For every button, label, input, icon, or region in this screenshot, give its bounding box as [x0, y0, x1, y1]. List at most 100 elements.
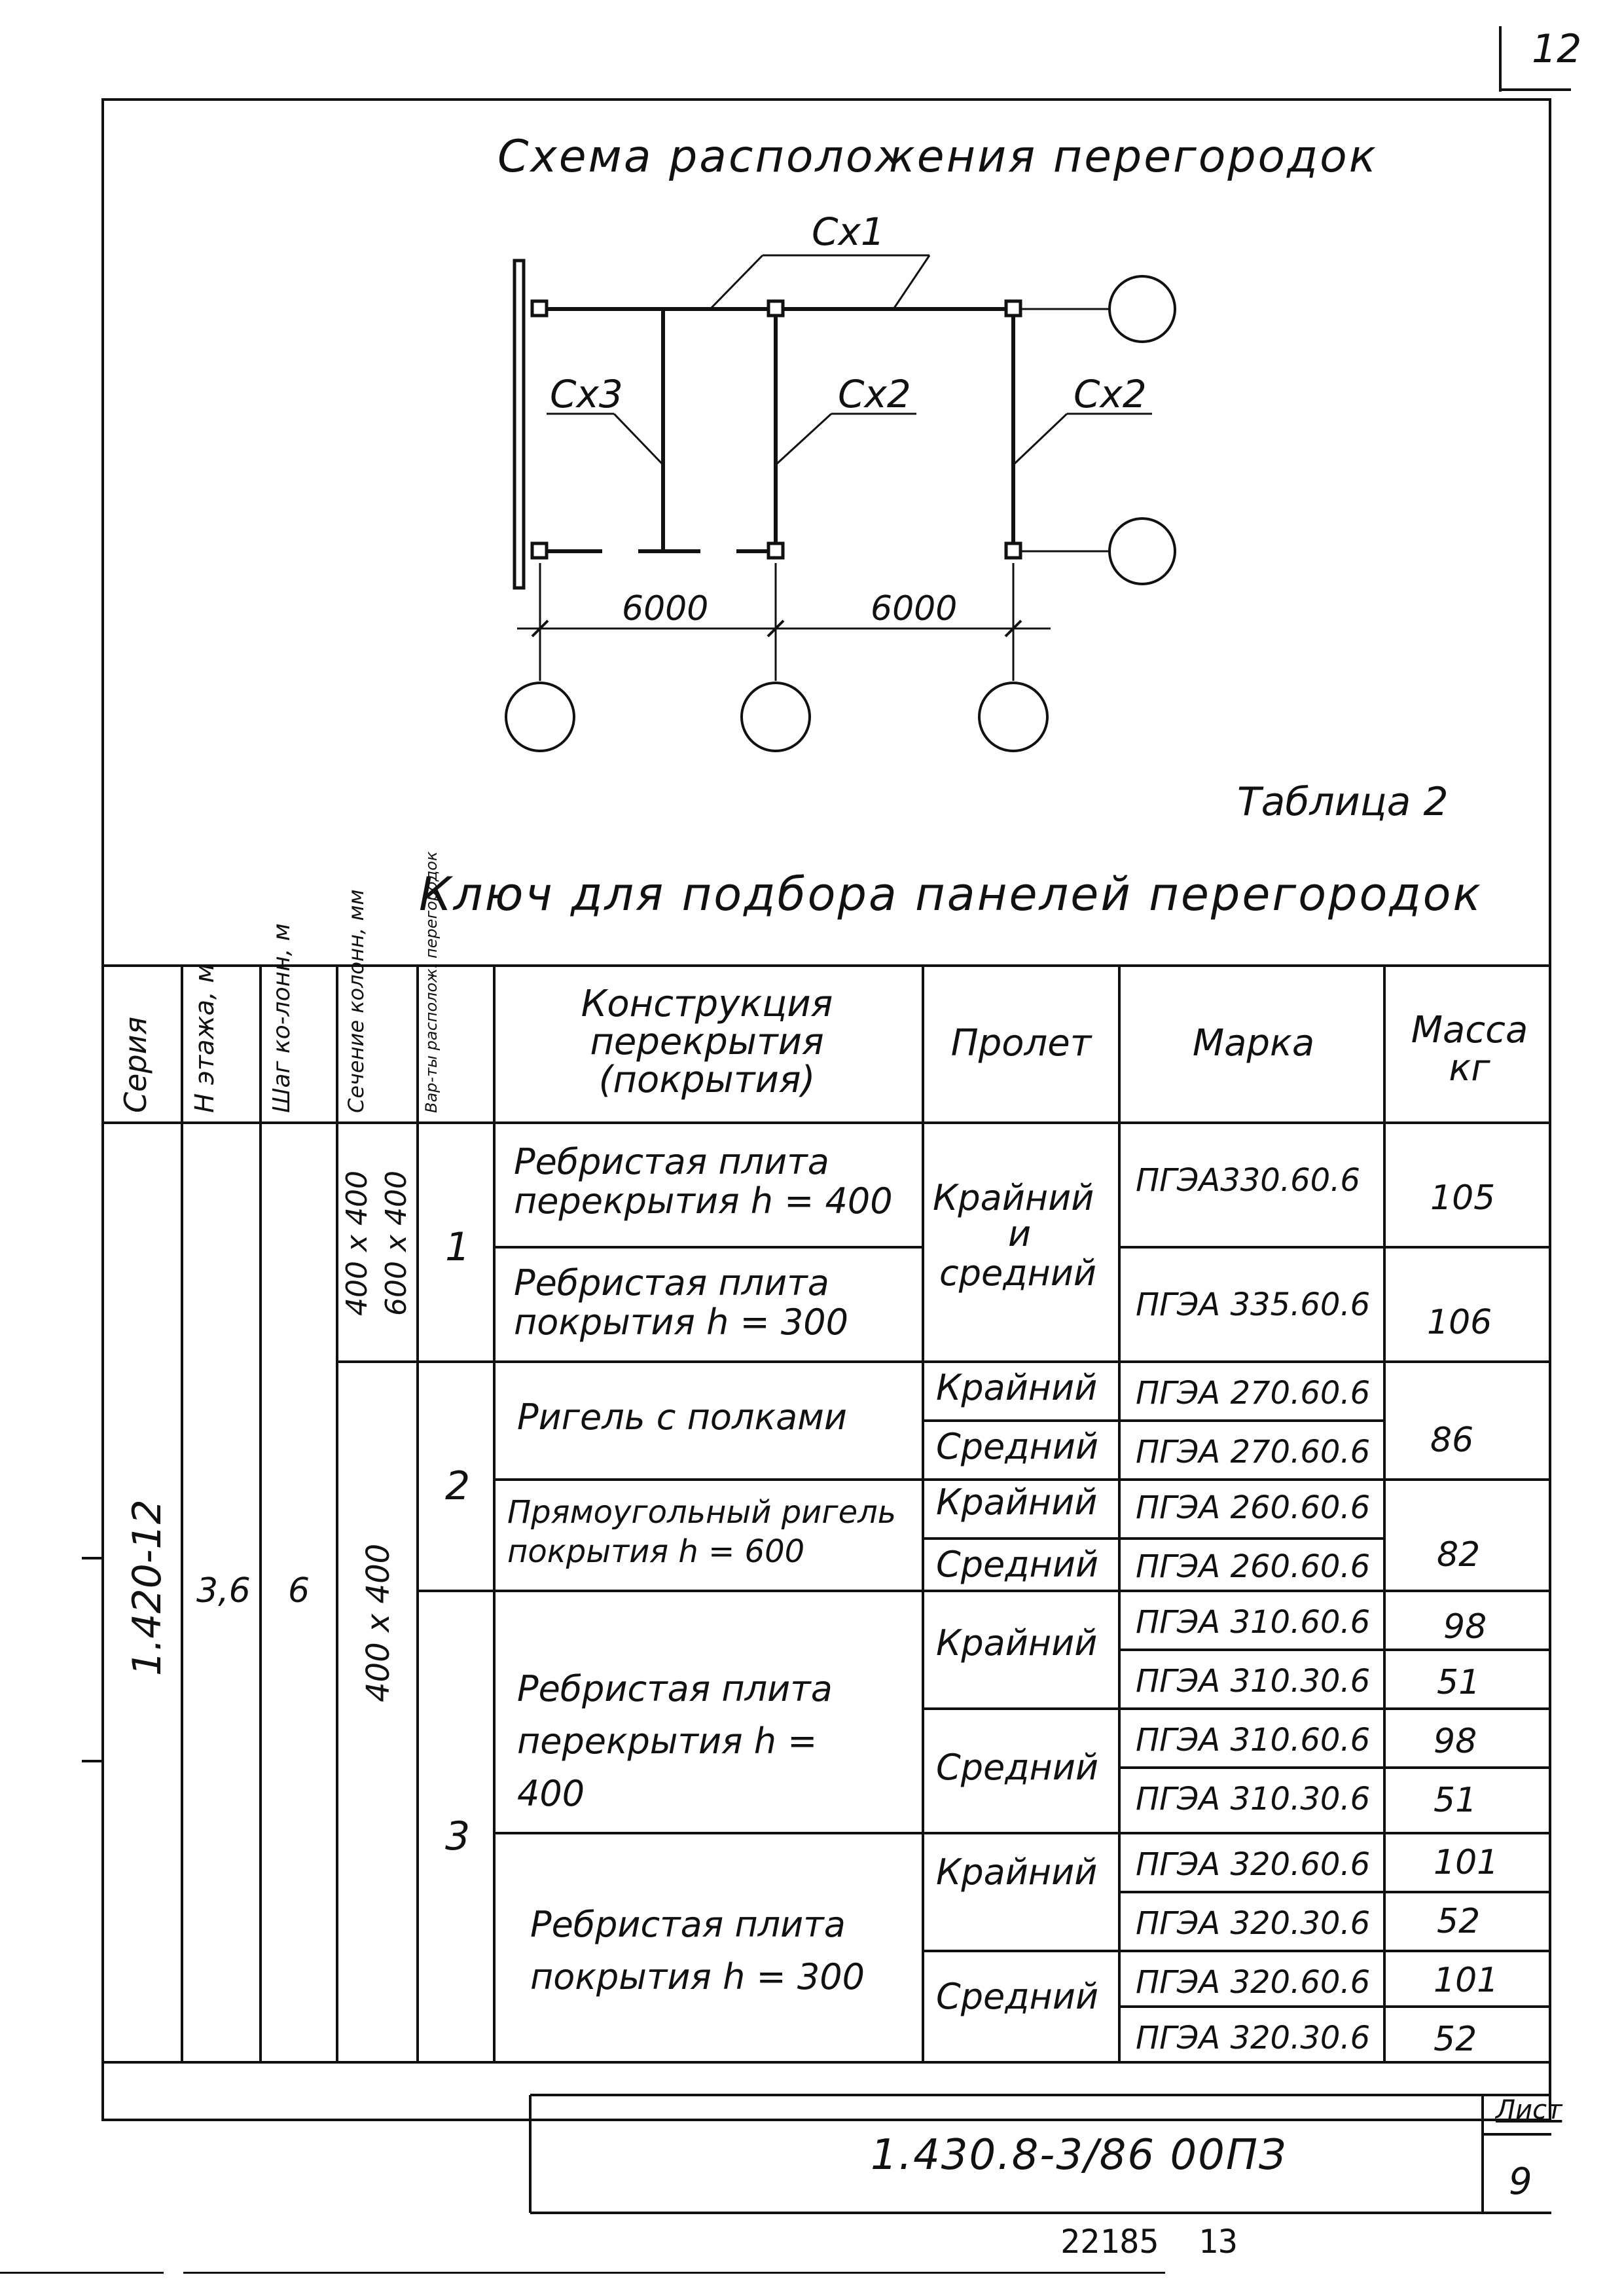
section-1a: 400 х 400	[340, 1171, 374, 1316]
axis-circle	[505, 682, 575, 752]
column-node	[530, 299, 549, 318]
bottom-rule	[183, 2272, 1165, 2274]
dim-label-2: 6000	[871, 589, 958, 629]
scheme-title: Схема расположения перегородок	[497, 131, 1378, 183]
hdr-column-step: Шаг ко-лонн, м	[268, 923, 295, 1113]
column-node	[1004, 541, 1022, 560]
mass-11: 101	[1434, 1961, 1499, 2000]
mass-6: 51	[1437, 1663, 1481, 1702]
mark-10: ПГЭА 310.30.6	[1136, 1781, 1371, 1817]
span-outer-4: Крайний	[936, 1851, 1098, 1893]
mark-6: ПГЭА 260.60.6	[1136, 1548, 1371, 1585]
mass-12: 52	[1434, 2020, 1477, 2059]
mark-7: ПГЭА 310.60.6	[1136, 1604, 1371, 1641]
axis-circle	[1108, 275, 1176, 343]
axis-circle	[1108, 517, 1176, 585]
sheet-number: 9	[1509, 2160, 1532, 2203]
document-code: 1.430.8-3/86 00ПЗ	[871, 2131, 1288, 2179]
series-value: 1.420-12	[124, 1499, 170, 1676]
span-middle-4: Средний	[936, 1976, 1099, 2017]
variant-3: 3	[445, 1813, 471, 1859]
mass-10: 52	[1437, 1902, 1481, 1941]
span-middle-2: Средний	[936, 1544, 1099, 1585]
page-number: 12	[1532, 26, 1582, 72]
construction-2: Ребристая плита покрытия h = 300	[514, 1262, 848, 1343]
mark-8: ПГЭА 310.30.6	[1136, 1663, 1371, 1700]
leader-cx1	[892, 255, 931, 310]
span-outer-3: Крайний	[936, 1622, 1098, 1664]
construction-1: Ребристая плита перекрытия h = 400	[514, 1141, 893, 1222]
span-middle-1: Средний	[936, 1426, 1099, 1467]
floor-height-value: 3,6	[196, 1571, 251, 1611]
table-label: Таблица 2	[1237, 779, 1449, 825]
axis-circle	[978, 682, 1049, 752]
mark-2: ПГЭА 335.60.6	[1136, 1286, 1371, 1323]
page-number-box	[1499, 26, 1502, 92]
mass-9: 101	[1434, 1843, 1499, 1882]
hdr-mark: Марка	[1192, 1022, 1315, 1065]
drawing-frame	[101, 98, 1551, 2121]
hdr-span: Пролет	[950, 1022, 1092, 1065]
partition-layout-scheme	[505, 254, 1176, 752]
label-cx2-right: Сх2	[1074, 372, 1147, 416]
mark-9: ПГЭА 310.60.6	[1136, 1722, 1371, 1758]
page-number-box-bottom	[1499, 88, 1571, 91]
dim-label-1: 6000	[622, 589, 709, 629]
key-title: Ключ для подбора панелей перегородок	[419, 867, 1483, 921]
mass-3: 86	[1430, 1421, 1474, 1460]
construction-4: Прямоугольный ригель покрытия h = 600	[507, 1494, 897, 1570]
mass-7: 98	[1434, 1722, 1477, 1761]
leader-cx2	[774, 412, 833, 466]
span-middle-3: Средний	[936, 1747, 1099, 1788]
construction-3: Ригель с полками	[517, 1396, 848, 1438]
mark-5: ПГЭА 260.60.6	[1136, 1489, 1371, 1526]
leader-cx1	[709, 254, 764, 310]
hdr-column-section: Сечение колонн, мм	[344, 889, 369, 1113]
mass-8: 51	[1434, 1781, 1477, 1820]
inventory-number: 22185 13	[1060, 2223, 1238, 2261]
dim-tick	[1004, 619, 1022, 638]
mark-12: ПГЭА 320.30.6	[1136, 1905, 1371, 1942]
leader-cx3	[613, 412, 664, 466]
mass-5: 98	[1443, 1607, 1487, 1647]
hdr-construction: Конструкция перекрытия (покрытия)	[581, 983, 833, 1101]
section-2: 400 х 400	[360, 1543, 397, 1702]
mass-4: 82	[1437, 1535, 1481, 1575]
mark-3: ПГЭА 270.60.6	[1136, 1375, 1371, 1412]
bottom-rule	[0, 2272, 164, 2274]
label-cx2-mid: Сх2	[838, 372, 911, 416]
span-outer-and-middle-3: средний	[939, 1252, 1097, 1294]
column-node	[1004, 299, 1022, 318]
column-node	[767, 299, 785, 318]
column-step-value: 6	[288, 1571, 310, 1611]
variant-1: 1	[445, 1224, 471, 1270]
hdr-series: Серия	[118, 1016, 153, 1113]
mark-11: ПГЭА 320.60.6	[1136, 1846, 1371, 1883]
variant-2: 2	[445, 1463, 471, 1509]
label-cx3: Сх3	[550, 372, 623, 416]
construction-5: Ребристая плита перекрытия h = 400	[517, 1668, 833, 1814]
dim-tick	[767, 619, 785, 638]
mass-2: 106	[1427, 1303, 1492, 1342]
axis-circle	[740, 682, 811, 752]
mass-1: 105	[1430, 1178, 1496, 1218]
construction-6: Ребристая плита покрытия h = 300	[530, 1904, 865, 1997]
mark-13: ПГЭА 320.60.6	[1136, 1964, 1371, 2001]
sheet-label: Лист	[1496, 2095, 1562, 2125]
hdr-mass: Масса кг	[1411, 1009, 1528, 1089]
mark-14: ПГЭА 320.30.6	[1136, 2020, 1371, 2056]
mark-4: ПГЭА 270.60.6	[1136, 1434, 1371, 1470]
mark-1: ПГЭА330.60.6	[1136, 1162, 1360, 1199]
section-1b: 600 х 400	[380, 1171, 413, 1316]
wall	[513, 259, 526, 590]
span-outer-and-middle-1: Крайний	[933, 1177, 1094, 1218]
hdr-floor-height: Н этажа, м	[190, 963, 220, 1113]
span-outer-2: Крайний	[936, 1482, 1098, 1523]
hdr-layout-variant: Вар-ты располож. перегородок	[422, 851, 441, 1113]
span-outer-and-middle-2: и	[1008, 1213, 1032, 1254]
column-node	[530, 541, 549, 560]
column-node	[767, 541, 785, 560]
label-cx1: Сх1	[812, 210, 885, 254]
leader-cx2	[1012, 412, 1068, 466]
dim-tick	[531, 619, 549, 638]
